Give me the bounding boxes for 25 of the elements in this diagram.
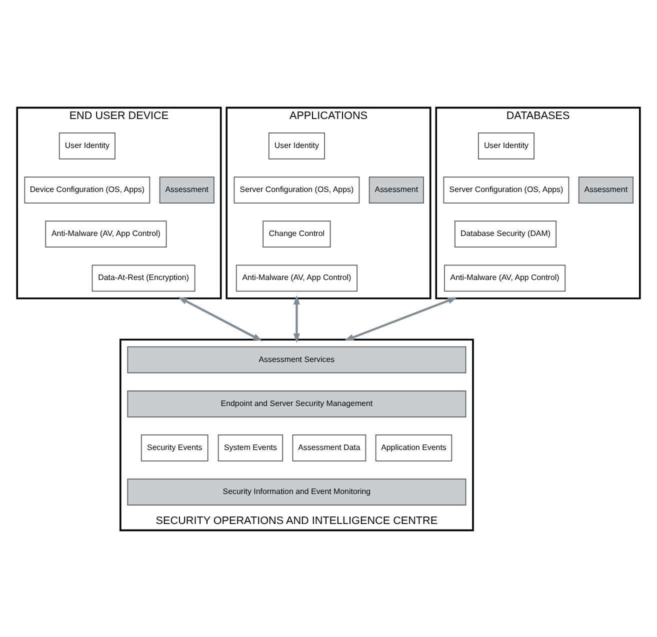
node-box: Security Information and Event Monitoring bbox=[127, 478, 466, 505]
node-box: Assessment bbox=[368, 176, 424, 203]
node-box: Data-At-Rest (Encryption) bbox=[92, 264, 196, 292]
node-box: User Identity bbox=[478, 132, 534, 159]
node-box: Assessment bbox=[159, 176, 214, 203]
node-box: Endpoint and Server Security Management bbox=[127, 390, 466, 417]
node-box: User Identity bbox=[268, 132, 325, 159]
node-box: Assessment bbox=[578, 176, 634, 203]
node-box: User Identity bbox=[58, 132, 116, 159]
node-box: Security Events bbox=[140, 434, 208, 461]
node-box: Server Configuration (OS, Apps) bbox=[234, 176, 360, 203]
node-box: Database Security (DAM) bbox=[454, 220, 557, 248]
node-box: Anti-Malware (AV, App Control) bbox=[45, 220, 167, 248]
node-box: Anti-Malware (AV, App Control) bbox=[444, 264, 566, 292]
node-box: Assessment Services bbox=[127, 346, 466, 373]
arrow bbox=[293, 294, 300, 342]
node-box: Application Events bbox=[375, 434, 452, 461]
node-box: Server Configuration (OS, Apps) bbox=[443, 176, 570, 203]
node-box: System Events bbox=[218, 434, 284, 461]
arrow bbox=[178, 296, 262, 341]
node-box: Assessment Data bbox=[292, 434, 366, 461]
node-box: Device Configuration (OS, Apps) bbox=[24, 176, 150, 203]
node-box: Change Control bbox=[262, 220, 331, 248]
node-box: Anti-Malware (AV, App Control) bbox=[236, 264, 358, 292]
arrow bbox=[344, 296, 458, 340]
